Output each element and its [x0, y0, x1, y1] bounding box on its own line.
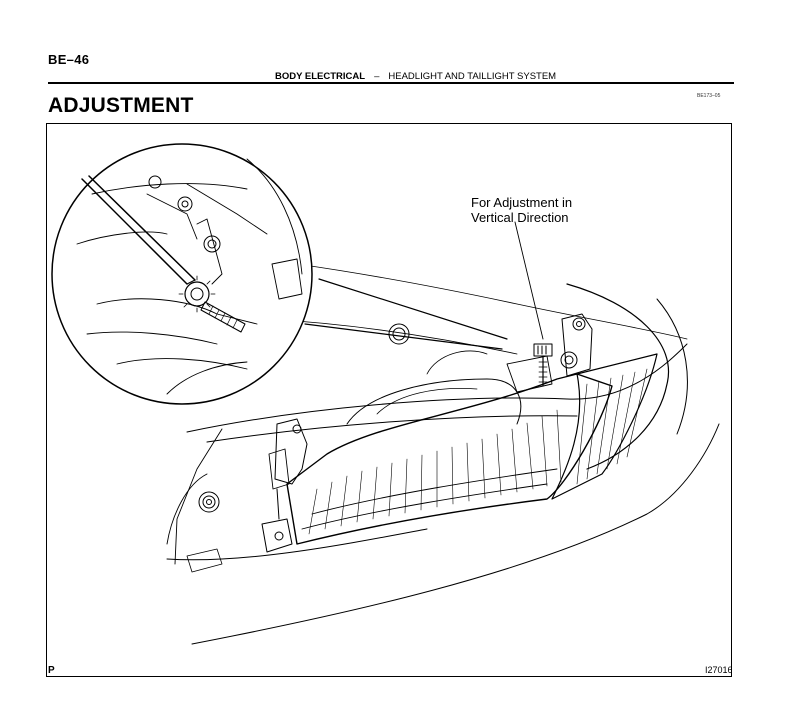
corner-mark: P: [48, 665, 55, 676]
callout-label: For Adjustment in Vertical Direction: [471, 195, 572, 225]
page-number: BE–46: [48, 52, 90, 67]
section-header: BODY ELECTRICAL–HEADLIGHT AND TAILLIGHT …: [275, 71, 556, 82]
figure-reference: BE173–05: [697, 93, 721, 99]
callout-line-2: Vertical Direction: [471, 210, 569, 225]
illustration-id: I27016: [705, 665, 732, 675]
headlight-illustration: [51, 143, 720, 645]
header-rule: [48, 82, 734, 84]
page-title: ADJUSTMENT: [48, 94, 194, 117]
illustration-frame: For Adjustment in Vertical Direction P I…: [46, 123, 732, 677]
subsection-title: HEADLIGHT AND TAILLIGHT SYSTEM: [388, 71, 557, 82]
section-separator: –: [374, 71, 380, 82]
callout-line-1: For Adjustment in: [471, 195, 573, 210]
section-title: BODY ELECTRICAL: [275, 71, 366, 82]
